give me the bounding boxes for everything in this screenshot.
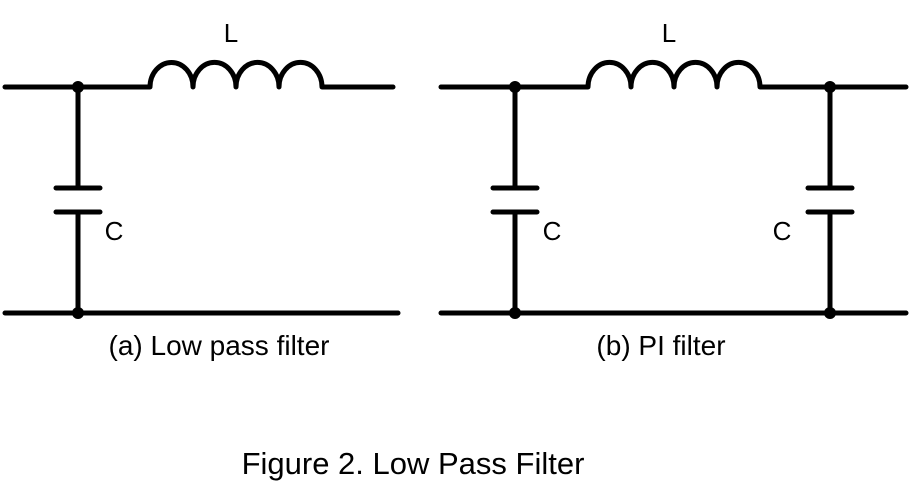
pi-filter-circuit: L C C (b) PI filter [438, 18, 909, 361]
diagram-caption: (b) PI filter [596, 330, 725, 361]
right-junction-node-top [824, 81, 836, 93]
junction-node-bottom [72, 307, 84, 319]
right-junction-node-bottom [824, 307, 836, 319]
inductor [585, 60, 763, 90]
figure-caption: Figure 2. Low Pass Filter [242, 446, 585, 481]
inductor-label: L [224, 18, 238, 48]
junction-node-top [72, 81, 84, 93]
inductor [147, 60, 325, 90]
left-junction-node-top [509, 81, 521, 93]
left-capacitor-label: C [543, 216, 562, 246]
right-capacitor-label: C [773, 216, 792, 246]
capacitor-label: C [105, 216, 124, 246]
low-pass-filter-circuit: L C (a) Low pass filter [2, 18, 401, 361]
diagram-caption: (a) Low pass filter [109, 330, 330, 361]
left-junction-node-bottom [509, 307, 521, 319]
inductor-label: L [662, 18, 676, 48]
